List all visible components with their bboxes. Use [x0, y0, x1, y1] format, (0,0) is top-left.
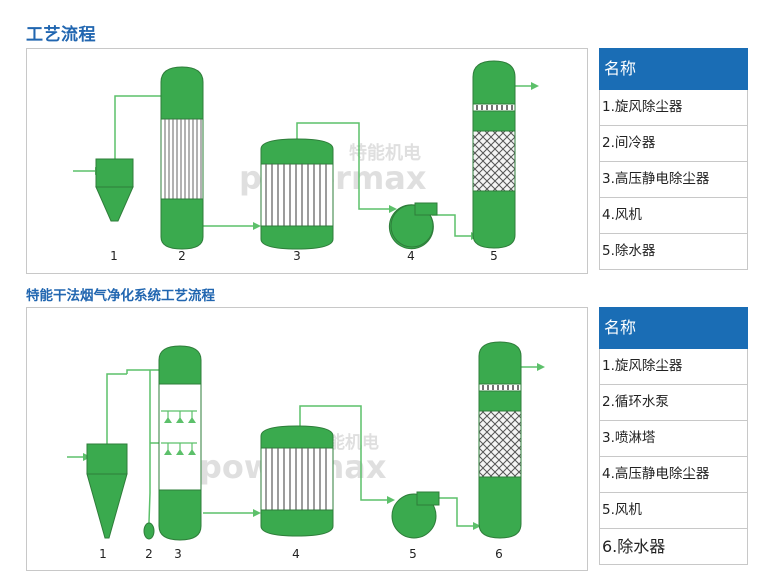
watermark-cn: 特能机电: [349, 142, 421, 164]
fan: [391, 491, 440, 539]
pipes: [67, 366, 537, 527]
section1-title: 工艺流程: [26, 25, 96, 45]
label-2: 2: [145, 547, 153, 561]
legend-table-1: 名称 1.旋风除尘器 2.间冷器 3.高压静电除尘器 4.风机 5.除水器: [599, 48, 748, 270]
legend-item: 3.高压静电除尘器: [599, 161, 748, 198]
process-diagram-2: 特能机电 powermax: [26, 307, 588, 571]
water-separator: [478, 341, 522, 539]
legend-table-2: 名称 1.旋风除尘器 2.循环水泵 3.喷淋塔 4.高压静电除尘器 5.风机 6…: [599, 307, 748, 565]
cyclone-separator: [95, 158, 134, 222]
legend-item: 4.高压静电除尘器: [599, 456, 748, 493]
legend-item: 3.喷淋塔: [599, 420, 748, 457]
label-1: 1: [110, 249, 118, 263]
label-3: 3: [293, 249, 301, 263]
electrostatic-precipitator: [260, 138, 334, 250]
legend-item: 6.除水器: [599, 528, 748, 565]
circulating-pump: [143, 522, 155, 540]
pipes: [73, 85, 531, 237]
water-separator: [472, 60, 516, 249]
legend-item: 1.旋风除尘器: [599, 348, 748, 385]
label-3: 3: [174, 547, 182, 561]
process-diagram-1: 特能机电 powermax: [26, 48, 588, 274]
label-6: 6: [495, 547, 503, 561]
legend-item: 2.间冷器: [599, 125, 748, 162]
legend-header: 名称: [599, 307, 748, 349]
legend-item: 2.循环水泵: [599, 384, 748, 421]
section2-title: 特能干法烟气净化系统工艺流程: [26, 288, 215, 304]
spray-tower: [158, 345, 202, 541]
legend-header: 名称: [599, 48, 748, 90]
legend-item: 1.旋风除尘器: [599, 89, 748, 126]
fan: [388, 202, 438, 250]
legend-item: 5.风机: [599, 492, 748, 529]
label-5: 5: [490, 249, 498, 263]
electrostatic-precipitator: [260, 425, 334, 537]
label-1: 1: [99, 547, 107, 561]
label-4: 4: [407, 249, 415, 263]
label-4: 4: [292, 547, 300, 561]
label-5: 5: [409, 547, 417, 561]
cyclone-separator: [86, 443, 128, 539]
intercooler: [160, 66, 204, 250]
legend-item: 5.除水器: [599, 233, 748, 270]
label-2: 2: [178, 249, 186, 263]
legend-item: 4.风机: [599, 197, 748, 234]
